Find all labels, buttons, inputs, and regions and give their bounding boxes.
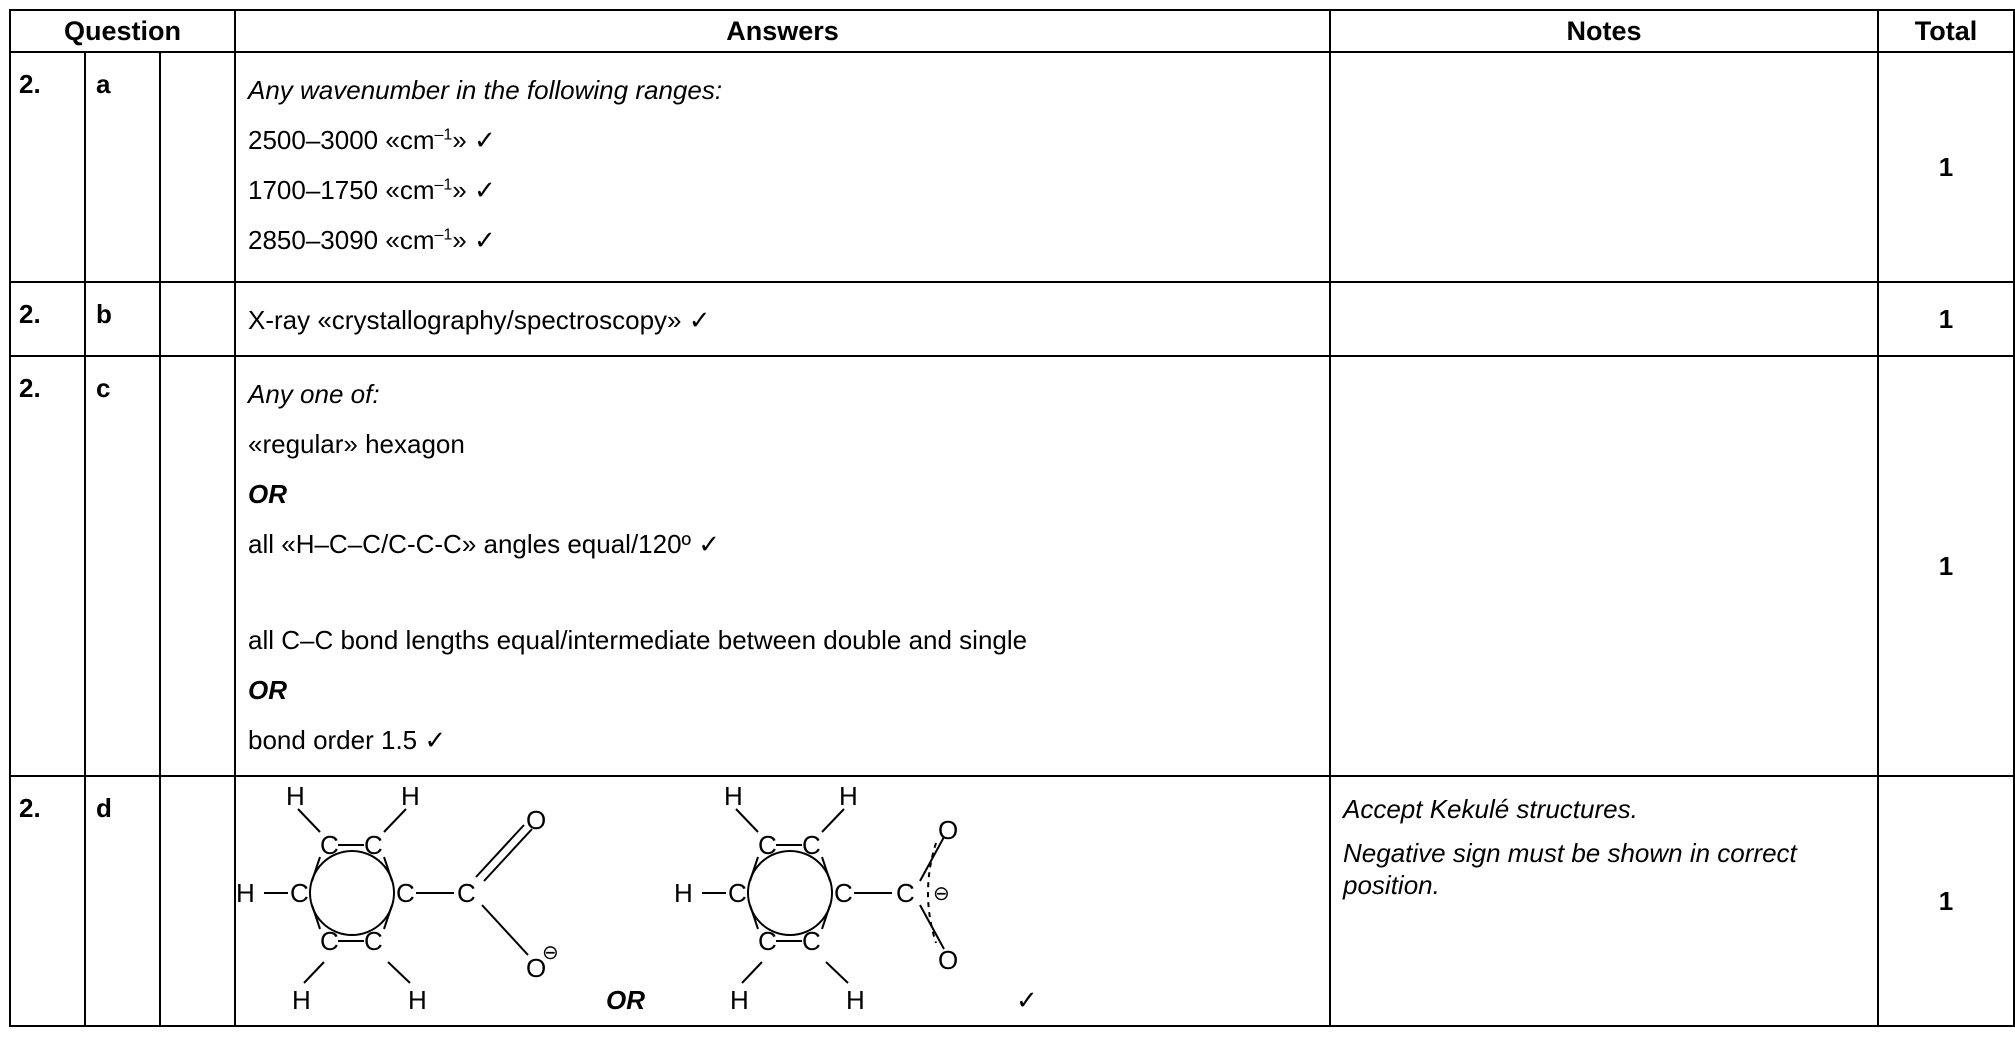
answer-line: 1700–1750 «cm–1» ✓ <box>248 175 496 205</box>
atom-label: H <box>292 985 311 1015</box>
atom-label: H <box>839 781 858 811</box>
total-cell: 1 <box>1877 775 2015 1027</box>
atom-label: C <box>728 878 747 908</box>
atom-label: C <box>290 878 309 908</box>
or-label: OR <box>606 985 645 1015</box>
atom-label: H <box>401 781 420 811</box>
notes-cell: Accept Kekulé structures. Negative sign … <box>1329 775 1879 1027</box>
or-label: OR <box>248 479 287 509</box>
atom-label: O <box>938 945 958 975</box>
header-answers: Answers <box>234 9 1331 53</box>
total-cell: 1 <box>1877 355 2015 777</box>
notes-cell <box>1329 51 1879 283</box>
benzoate-structures: H H H C C C C C C H H C O O ⊖ <box>236 777 1329 1017</box>
atom-label: O <box>526 953 546 983</box>
atom-label: C <box>320 926 339 956</box>
negative-charge: ⊖ <box>933 883 950 905</box>
notes-cell <box>1329 281 1879 357</box>
answer-line: all «H–C–C/C-C-C» angles equal/120º ✓ <box>248 529 721 559</box>
header-row: Question Answers Notes Total <box>9 9 2015 53</box>
note-line: Accept Kekulé structures. <box>1343 794 1638 824</box>
atom-label: C <box>802 830 821 860</box>
atom-label: C <box>834 878 853 908</box>
atom-label: H <box>674 878 693 908</box>
answer-intro: Any wavenumber in the following ranges: <box>248 75 723 105</box>
table-row: 2. b X-ray «crystallography/spectroscopy… <box>9 281 2015 357</box>
atom-label: H <box>286 781 305 811</box>
check-mark: ✓ <box>1016 985 1038 1015</box>
atom-label: C <box>457 878 476 908</box>
benzoate-diagram: H H H C C C C C C H H C O O ⊖ <box>236 781 1038 1015</box>
atom-label: H <box>236 878 255 908</box>
atom-label: C <box>896 878 915 908</box>
total-cell: 1 <box>1877 281 2015 357</box>
question-number: 2. <box>9 355 86 777</box>
header-question: Question <box>9 9 236 53</box>
markscheme-table: Question Answers Notes Total 2. a Any wa… <box>9 9 2015 1027</box>
atom-label: C <box>802 926 821 956</box>
table-row: 2. c Any one of: «regular» hexagon OR al… <box>9 355 2015 777</box>
atom-label: O <box>526 805 546 835</box>
negative-charge: ⊖ <box>542 942 559 964</box>
or-label: OR <box>248 675 287 705</box>
answer-line: «regular» hexagon <box>248 429 465 459</box>
question-part: a <box>84 51 161 283</box>
atom-label: C <box>364 926 383 956</box>
answer-cell: H H H C C C C C C H H C O O ⊖ <box>234 775 1331 1027</box>
answer-line: X-ray «crystallography/spectroscopy» ✓ <box>248 305 711 335</box>
answer-cell: Any wavenumber in the following ranges: … <box>234 51 1331 283</box>
answer-cell: X-ray «crystallography/spectroscopy» ✓ <box>234 281 1331 357</box>
atom-label: H <box>846 985 865 1015</box>
notes-cell <box>1329 355 1879 777</box>
question-part: b <box>84 281 161 357</box>
answer-intro: Any one of: <box>248 379 380 409</box>
note-line: Negative sign must be shown in correct p… <box>1343 838 1797 900</box>
header-total: Total <box>1877 9 2015 53</box>
atom-label: H <box>724 781 743 811</box>
table-row: 2. a Any wavenumber in the following ran… <box>9 51 2015 283</box>
total-cell: 1 <box>1877 51 2015 283</box>
answer-line: bond order 1.5 ✓ <box>248 725 447 755</box>
atom-label: C <box>364 830 383 860</box>
atom-label: C <box>320 830 339 860</box>
answer-line: all C–C bond lengths equal/intermediate … <box>248 625 1028 655</box>
atom-label: H <box>730 985 749 1015</box>
atom-label: O <box>938 815 958 845</box>
atom-label: C <box>758 926 777 956</box>
question-number: 2. <box>9 775 86 1027</box>
table-row: 2. d <box>9 775 2015 1027</box>
question-part: d <box>84 775 161 1027</box>
question-number: 2. <box>9 281 86 357</box>
atom-label: C <box>758 830 777 860</box>
header-notes: Notes <box>1329 9 1879 53</box>
question-part: c <box>84 355 161 777</box>
atom-label: C <box>396 878 415 908</box>
question-number: 2. <box>9 51 86 283</box>
answer-line: 2500–3000 «cm–1» ✓ <box>248 125 496 155</box>
answer-line: 2850–3090 «cm–1» ✓ <box>248 225 496 255</box>
answer-cell: Any one of: «regular» hexagon OR all «H–… <box>234 355 1331 777</box>
atom-label: H <box>408 985 427 1015</box>
